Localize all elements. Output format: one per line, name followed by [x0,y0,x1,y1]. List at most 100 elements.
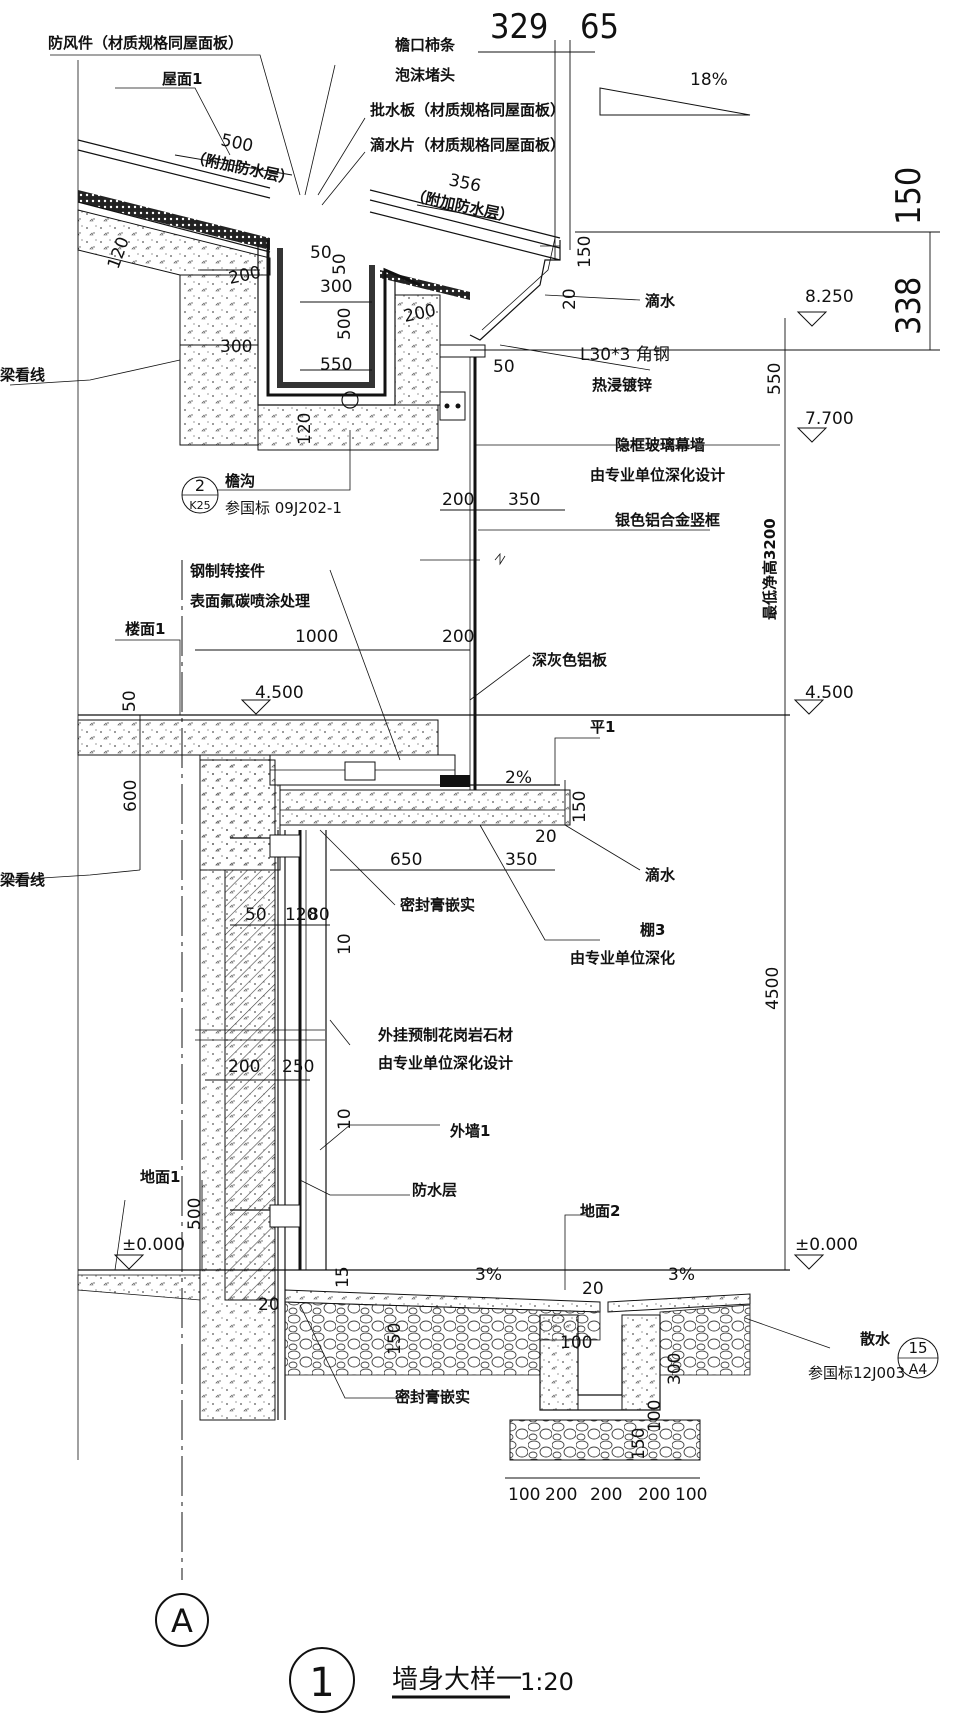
dim: 356 [447,170,483,196]
dim: 600 [121,780,141,812]
dim: 4500 [763,967,783,1010]
elevation-4500-left: 4.500 [255,683,304,703]
dim: 200 [228,1057,260,1077]
dim: 500 [335,308,355,340]
drain-trench [509,1314,701,1461]
callout-sealant-2: 密封膏嵌实 [395,1388,470,1406]
dim-65: 65 [580,7,619,47]
callout-drip-1: 滴水 [645,292,676,310]
dim: 150 [570,791,590,823]
slope-labels: 18% 2% 3% 3% [475,70,728,1285]
curtain-wall [420,344,506,790]
dim: 20 [582,1279,604,1299]
callout-aluminum-mullion: 银色铝合金竖框 [615,511,720,529]
dim: 300 [220,337,252,357]
callout-apron: 散水 [860,1330,891,1348]
dim: 120 [285,905,317,925]
dim: 200 [590,1485,622,1505]
dim: 20 [560,288,580,310]
dim: 200 [545,1485,577,1505]
drawing-title-block: 1 墙身大样一 1:20 [289,1647,574,1713]
callout-hidden-frame-note: 由专业单位深化设计 [590,466,725,484]
dimension-labels: 500 356 50 50 120 200 300 500 200 300 55… [104,130,785,1505]
dim: 100 [675,1485,707,1505]
slope-canopy: 2% [505,768,532,788]
dim: 3200 [777,597,779,600]
dim: 10 [335,933,355,955]
dim: 20 [258,1295,280,1315]
dim: 150 [629,1428,649,1460]
callout-fluorocarbon: 表面氟碳喷涂处理 [190,592,310,610]
slope-ground-left: 3% [475,1265,502,1285]
callout-flat1: 平1 [590,718,615,736]
dim: 200 [442,490,474,510]
callout-ceiling3: 棚3 [640,921,665,939]
callout-angle-steel: L30*3 角钢 [580,345,670,365]
callout-granite-note: 由专业单位深化设计 [378,1054,513,1072]
drawing-title: 墙身大样一 [392,1665,522,1695]
dim: 50 [330,253,350,275]
callout-flashing: 批水板（材质规格同屋面板） [370,101,565,119]
dim-150-big: 150 [889,167,929,225]
callout-beam-line-2: 梁看线 [0,871,45,889]
callout-labels: 防风件（材质规格同屋面板） 檐口柿条 泡沫堵头 批水板（材质规格同屋面板） 滴水… [0,34,905,1406]
elevation-labels: 8.250 7.700 4.500 4.500 ±0.000 ±0.000 [122,287,858,1255]
callout-roof1: 屋面1 [162,70,202,88]
dim: 1000 [295,627,338,647]
dim: 350 [508,490,540,510]
dim: 550 [320,355,352,375]
callout-steel-connector: 钢制转接件 [190,562,265,580]
callout-apron-ref: 参国标12J003 [808,1364,905,1382]
dim: 80 [308,905,330,925]
slope-roof: 18% [690,70,728,90]
callout-drip-piece: 滴水片（材质规格同屋面板） [370,136,565,154]
elevation-7700: 7.700 [805,409,854,429]
callout-dark-gray-panel: 深灰色铝板 [532,651,608,669]
axis-label: A [171,1602,193,1640]
callout-sealant-1: 密封膏嵌实 [400,896,475,914]
callout-ground2: 地面2 [580,1202,620,1220]
exterior-wall [195,759,327,1421]
dim: 350 [505,850,537,870]
gutter-symbol-bottom: K25 [189,499,210,512]
dim: 100 [645,1400,665,1432]
dim-329: 329 [490,7,548,47]
callout-ceiling3-note: 由专业单位深化 [570,949,675,967]
callout-exterior-wall1: 外墙1 [449,1122,490,1140]
apron-symbol-bottom: A4 [909,1362,928,1378]
callout-gutter-ref: 参国标 09J202-1 [225,499,342,517]
callout-granite: 外挂预制花岗岩石材 [377,1026,513,1044]
slope-ground-right: 3% [668,1265,695,1285]
callout-gutter: 檐沟 [225,472,255,490]
dim: 15 [333,1266,353,1288]
floor-slab [77,714,790,871]
dim: 120 [295,413,315,445]
dim: 300 [320,277,352,297]
elevation-0-left: ±0.000 [122,1235,185,1255]
callout-eave-strip: 檐口柿条 [395,36,456,54]
elevation-8250: 8.250 [805,287,854,307]
dim: 100 [560,1333,592,1353]
callout-foam-plug: 泡沫堵头 [395,66,455,84]
dim: 200 [442,627,474,647]
roof-panel [77,139,271,276]
callout-waterproof-layer: 防水层 [412,1181,457,1199]
apron-reference-symbol: 15 A4 [897,1337,939,1379]
dim: 20 [535,827,557,847]
dim: 200 [638,1485,670,1505]
dim: 50 [120,690,140,712]
elevation-4500-right: 4.500 [805,683,854,703]
dim: 50 [310,243,332,263]
dim: 300 [665,1353,685,1385]
dim: 50 [493,357,515,377]
dim: 150 [385,1323,405,1355]
callout-beam-line-1: 梁看线 [0,366,45,384]
large-dimension-labels: 329 65 150 338 [490,7,929,335]
drawing-scale: 1:20 [520,1668,574,1696]
dim: 250 [282,1057,314,1077]
elevation-markers [113,87,828,1270]
eave-drip [469,237,561,341]
dim: 650 [390,850,422,870]
callout-hidden-frame: 隐框玻璃幕墙 [615,436,705,454]
